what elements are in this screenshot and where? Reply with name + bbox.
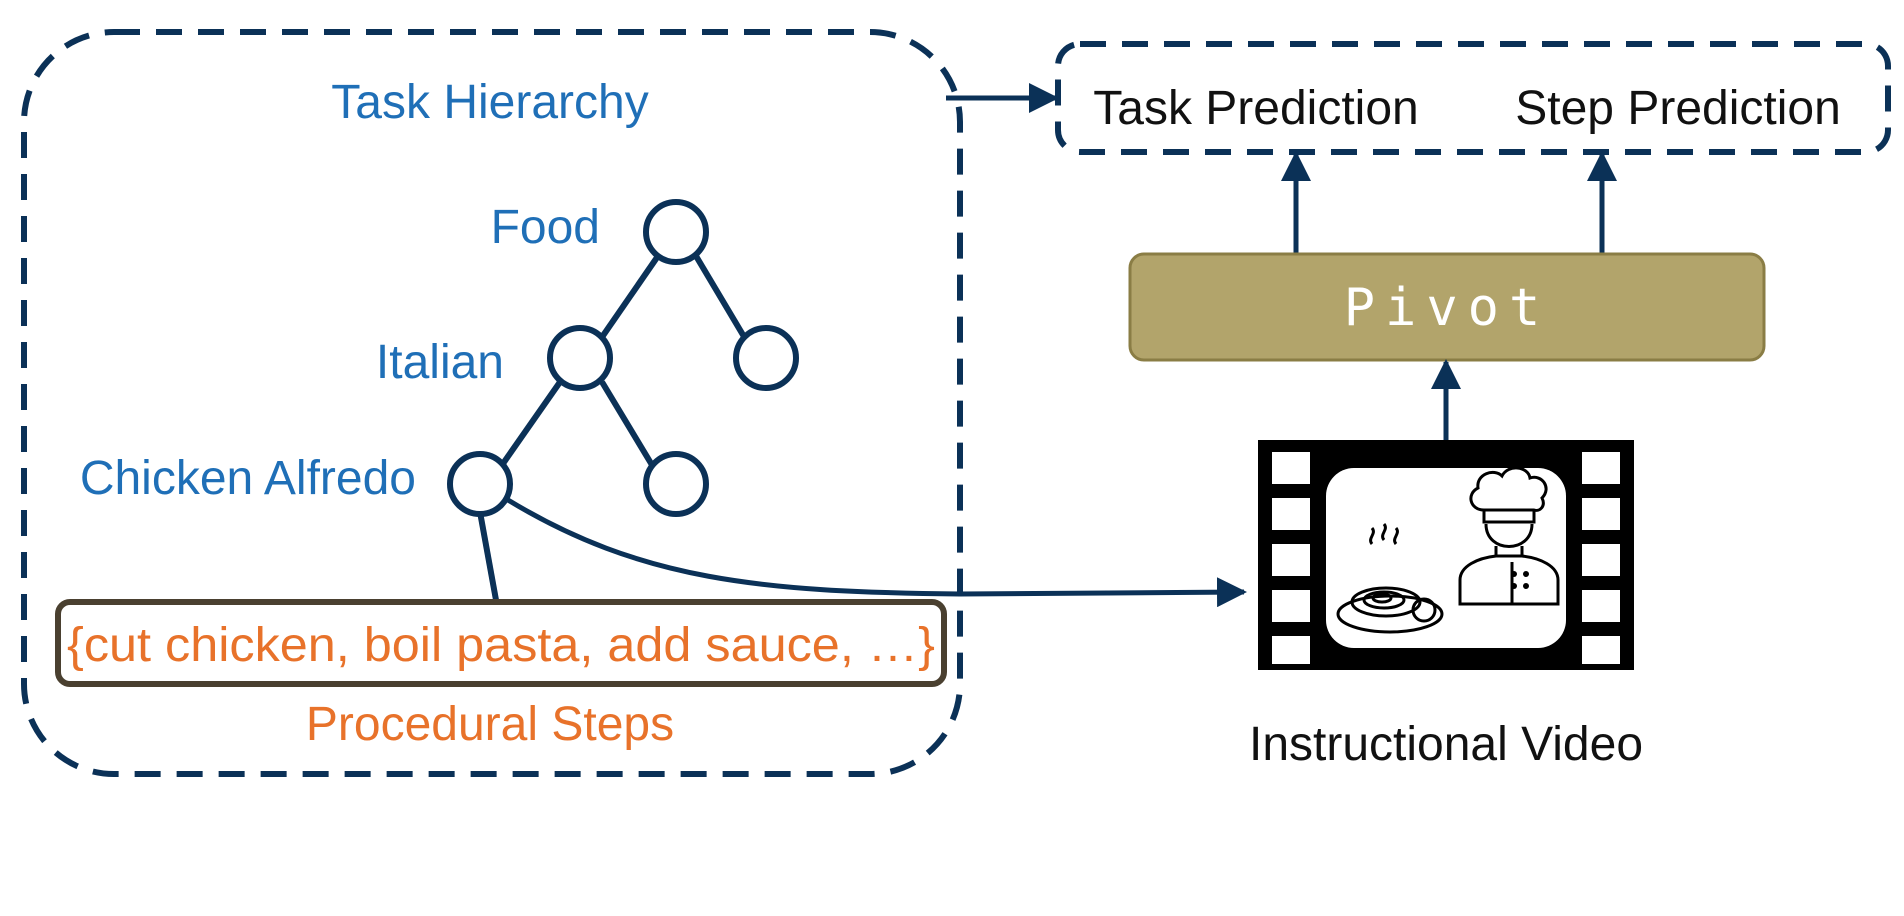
chef-icon xyxy=(1458,466,1560,606)
tree-nodes xyxy=(447,199,799,517)
steps-caption: Procedural Steps xyxy=(306,698,674,751)
level-label-italian: Italian xyxy=(376,336,504,389)
predictions-container xyxy=(1055,41,1891,155)
tree-node-italian xyxy=(547,325,613,391)
hierarchy-to-video-arrow xyxy=(506,497,1247,608)
steps-text: {cut chicken, boil pasta, add sauce, …} xyxy=(67,619,935,672)
pivot-label: Pivot xyxy=(1344,278,1551,338)
hierarchy-container xyxy=(21,29,963,777)
tree-node-chicken-alfredo xyxy=(447,451,513,517)
video-caption: Instructional Video xyxy=(1249,718,1643,771)
tree-node-food-child xyxy=(733,325,799,391)
tree-edges xyxy=(477,254,749,601)
steps-box xyxy=(55,599,947,687)
tree-node-italian-child xyxy=(643,451,709,517)
tree-node-food xyxy=(643,199,709,265)
pasta-plate-icon xyxy=(1336,523,1444,634)
level-label-food: Food xyxy=(491,201,600,254)
step-prediction-label: Step Prediction xyxy=(1515,82,1841,135)
film-strip-icon xyxy=(1258,440,1634,670)
hierarchy-title: Task Hierarchy xyxy=(331,76,648,129)
level-label-chicken-alfredo: Chicken Alfredo xyxy=(80,452,416,505)
task-prediction-label: Task Prediction xyxy=(1093,82,1418,135)
